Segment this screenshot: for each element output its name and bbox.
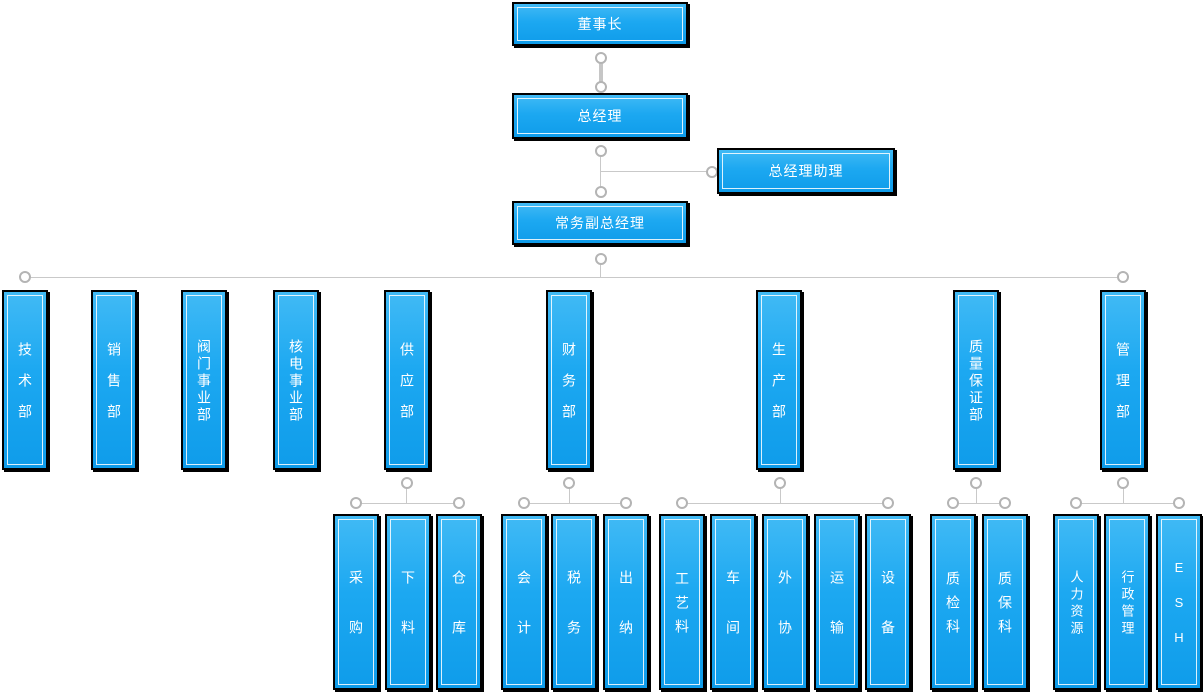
- connection-point[interactable]: [350, 497, 362, 509]
- org-node-label: 核电事业部: [288, 339, 304, 424]
- connector-chairman-gm: [599, 58, 603, 87]
- org-node-valve-division[interactable]: 阀门事业部: [181, 290, 227, 470]
- connection-point[interactable]: [518, 497, 530, 509]
- org-node-workshop[interactable]: 车间: [710, 514, 756, 690]
- connector-qa-rail: [953, 503, 1005, 504]
- connector-deputy-stub: [600, 259, 601, 277]
- org-node-label: 工艺料: [674, 571, 690, 643]
- connection-point[interactable]: [595, 52, 607, 64]
- org-node-label: 管理部: [1115, 342, 1131, 435]
- org-node-tech-dept[interactable]: 技术部: [2, 290, 48, 470]
- connection-point[interactable]: [563, 477, 575, 489]
- connector-gm-deputy: [600, 151, 601, 192]
- org-node-label: 总经理: [577, 108, 623, 124]
- org-node-executive-deputy-gm[interactable]: 常务副总经理: [512, 201, 688, 245]
- org-node-qa-dept[interactable]: 质量保证部: [953, 290, 999, 470]
- connection-point[interactable]: [970, 477, 982, 489]
- org-node-general-manager[interactable]: 总经理: [512, 93, 688, 139]
- org-node-label: 董事长: [577, 16, 623, 32]
- connector-departments-rail: [25, 277, 1123, 278]
- org-node-sales-dept[interactable]: 销售部: [91, 290, 137, 470]
- connector-finance-stub: [569, 483, 570, 503]
- connection-point[interactable]: [1117, 271, 1129, 283]
- org-node-human-resources[interactable]: 人力资源: [1053, 514, 1099, 690]
- org-node-chairman[interactable]: 董事长: [512, 2, 688, 46]
- org-node-label: 财务部: [561, 342, 577, 435]
- org-node-equipment[interactable]: 设备: [865, 514, 911, 690]
- org-node-warehouse[interactable]: 仓库: [436, 514, 482, 690]
- connection-point[interactable]: [620, 497, 632, 509]
- connection-point[interactable]: [401, 477, 413, 489]
- connection-point[interactable]: [882, 497, 894, 509]
- connection-point[interactable]: [774, 477, 786, 489]
- connection-point[interactable]: [595, 253, 607, 265]
- connection-point[interactable]: [1070, 497, 1082, 509]
- org-node-label: 出纳: [618, 570, 634, 670]
- org-node-finance-dept[interactable]: 财务部: [546, 290, 592, 470]
- org-node-label: 阀门事业部: [196, 339, 212, 424]
- org-node-outsourcing[interactable]: 外协: [762, 514, 808, 690]
- org-node-production-dept[interactable]: 生产部: [756, 290, 802, 470]
- connector-supply-rail: [356, 503, 459, 504]
- connector-gm-assistant: [601, 171, 712, 172]
- org-node-process-material[interactable]: 工艺料: [659, 514, 705, 690]
- org-node-quality-assurance-section[interactable]: 质保科: [982, 514, 1028, 690]
- org-node-label: 质检科: [945, 571, 961, 643]
- org-node-quality-inspection-section[interactable]: 质检科: [930, 514, 976, 690]
- org-node-label: 常务副总经理: [555, 215, 645, 231]
- org-node-label: 设备: [880, 570, 896, 670]
- org-node-label: 外协: [777, 570, 793, 670]
- connector-finance-rail: [524, 503, 626, 504]
- connector-admin-stub: [1123, 483, 1124, 503]
- org-node-supply-dept[interactable]: 供应部: [384, 290, 430, 470]
- org-node-tax[interactable]: 税务: [551, 514, 597, 690]
- org-node-label: 生产部: [771, 342, 787, 435]
- org-node-nuclear-division[interactable]: 核电事业部: [273, 290, 319, 470]
- connection-point[interactable]: [19, 271, 31, 283]
- org-node-label: 人力资源: [1068, 570, 1084, 638]
- org-node-label: 质量保证部: [968, 339, 984, 424]
- org-node-label: 车间: [725, 570, 741, 670]
- org-node-label: 供应部: [399, 342, 415, 435]
- connection-point[interactable]: [595, 186, 607, 198]
- connection-point[interactable]: [947, 497, 959, 509]
- org-node-gm-assistant[interactable]: 总经理助理: [717, 148, 895, 194]
- org-node-label: 税务: [566, 570, 582, 670]
- org-node-cashier[interactable]: 出纳: [603, 514, 649, 690]
- connection-point[interactable]: [595, 81, 607, 93]
- connector-production-rail: [682, 503, 888, 504]
- org-node-label: ESH: [1171, 559, 1187, 665]
- connector-supply-stub: [406, 483, 407, 503]
- org-node-accounting[interactable]: 会计: [501, 514, 547, 690]
- org-node-label: 质保科: [997, 571, 1013, 643]
- org-node-esh[interactable]: ESH: [1156, 514, 1202, 690]
- org-node-admin-dept[interactable]: 管理部: [1100, 290, 1146, 470]
- connection-point[interactable]: [1173, 497, 1185, 509]
- org-node-label: 采购: [348, 570, 364, 670]
- org-node-label: 仓库: [451, 570, 467, 670]
- connection-point[interactable]: [453, 497, 465, 509]
- connector-admin-rail: [1076, 503, 1179, 504]
- connector-qa-stub: [976, 483, 977, 503]
- org-node-label: 总经理助理: [768, 163, 844, 179]
- org-node-label: 会计: [516, 570, 532, 670]
- connection-point[interactable]: [595, 145, 607, 157]
- org-node-label: 下料: [400, 570, 416, 670]
- connector-production-stub: [780, 483, 781, 503]
- connection-point[interactable]: [999, 497, 1011, 509]
- org-node-label: 行政管理: [1119, 570, 1135, 638]
- org-node-administration[interactable]: 行政管理: [1104, 514, 1150, 690]
- connection-point[interactable]: [1117, 477, 1129, 489]
- org-node-purchasing[interactable]: 采购: [333, 514, 379, 690]
- connection-point[interactable]: [676, 497, 688, 509]
- org-node-label: 运输: [829, 570, 845, 670]
- org-node-label: 销售部: [106, 342, 122, 435]
- org-node-material-cutting[interactable]: 下料: [385, 514, 431, 690]
- org-node-transport[interactable]: 运输: [814, 514, 860, 690]
- org-node-label: 技术部: [17, 342, 33, 435]
